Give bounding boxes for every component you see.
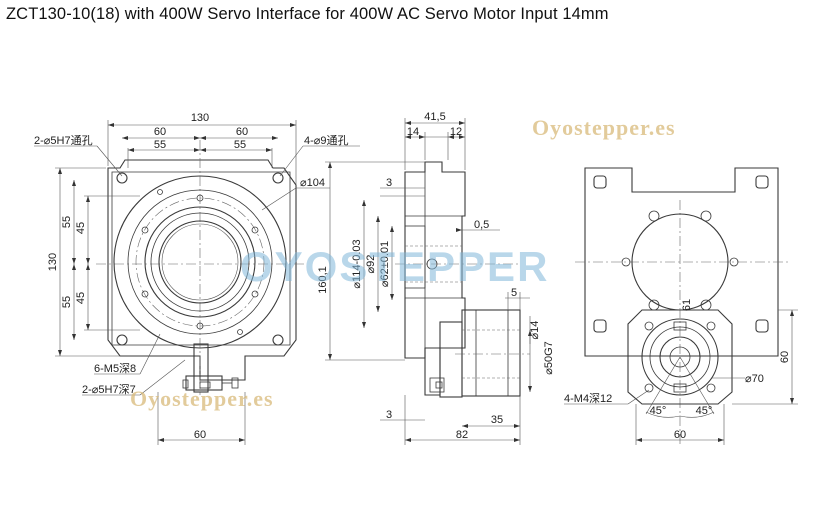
- rear-label-m4: 4-M4深12: [564, 392, 612, 405]
- watermark-site-bottom: Oyostepper.es: [130, 386, 274, 411]
- side-dim-114: ⌀114-0.03: [351, 239, 363, 288]
- watermark-site-top: Oyostepper.es: [532, 115, 676, 140]
- rear-angle-right: 45°: [696, 405, 713, 417]
- side-dim-82: 82: [456, 429, 468, 441]
- front-dim-half-left: 60: [154, 126, 166, 138]
- watermark-brand-center: OYOSTEPPER: [240, 243, 549, 290]
- side-dim-3-bottom: 3: [386, 409, 392, 421]
- side-dim-3-top: 3: [386, 177, 392, 189]
- front-label-through-holes: 4-⌀9通孔: [304, 134, 349, 147]
- side-dim-62: ⌀62±0.01: [379, 241, 391, 287]
- front-label-pin-depth: 2-⌀5H7深7: [82, 383, 136, 396]
- front-label-pcd: ⌀104: [300, 177, 325, 189]
- front-dim-half-right: 60: [236, 126, 248, 138]
- front-dim-upper-55: 55: [61, 216, 73, 228]
- front-label-m5: 6-M5深8: [94, 362, 136, 375]
- front-dim-bottom-60: 60: [194, 429, 206, 441]
- rear-angle-left: 45°: [650, 405, 667, 417]
- front-dim-height: 130: [47, 253, 59, 271]
- front-dim-lower-45: 45: [75, 292, 87, 304]
- side-dim-92: ⌀92: [365, 255, 377, 274]
- page-title: ZCT130-10(18) with 400W Servo Interface …: [6, 5, 609, 23]
- front-dim-lower-55: 55: [61, 296, 73, 308]
- rear-dim-60-bottom: 60: [674, 429, 686, 441]
- side-view: 41,5 14 12 3 0,5 160,1 ⌀114-0.03: [317, 111, 555, 445]
- front-dim-inner-left: 55: [154, 139, 166, 151]
- side-dim-05: 0,5: [474, 219, 489, 231]
- rear-dim-61: 61: [681, 299, 693, 311]
- front-dim-width: 130: [191, 112, 209, 124]
- rear-dim-70: ⌀70: [745, 373, 764, 385]
- side-dim-12: 12: [450, 126, 462, 138]
- front-view: 130 60 60 55 55 130 55 55 45: [34, 112, 360, 445]
- side-dim-1601: 160,1: [317, 266, 329, 294]
- front-label-pin-holes: 2-⌀5H7通孔: [34, 134, 93, 147]
- side-dim-14-shaft: ⌀14: [529, 321, 541, 340]
- side-dim-14: 14: [407, 126, 419, 138]
- rear-dim-60-height: 60: [779, 351, 791, 363]
- side-dim-415: 41,5: [424, 111, 445, 123]
- side-dim-5: 5: [511, 287, 517, 299]
- side-dim-35: 35: [491, 414, 503, 426]
- front-dim-inner-right: 55: [234, 139, 246, 151]
- side-dim-50: ⌀50G7: [543, 341, 555, 375]
- rear-view: 60 ⌀70 61 4-M4深12 45° 45° 60: [564, 167, 798, 445]
- front-dim-upper-45: 45: [75, 222, 87, 234]
